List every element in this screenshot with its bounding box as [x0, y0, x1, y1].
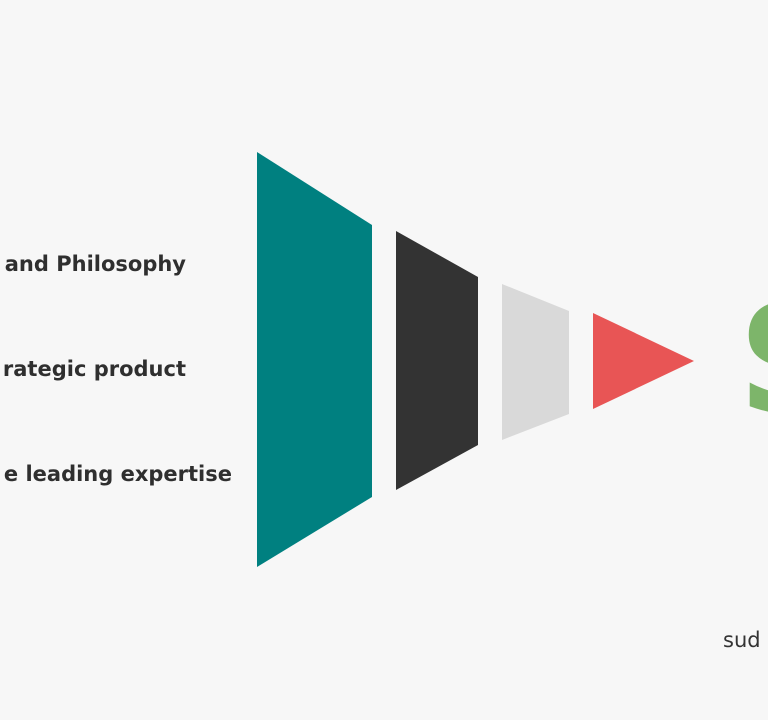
funnel-segment-light-gray [502, 284, 569, 440]
funnel-tip-red-arrow [593, 313, 694, 409]
funnel-label-philosophy: and Philosophy [4, 252, 186, 276]
funnel-label-strategic-product: rategic product [2, 357, 186, 381]
funnel-segment-teal [257, 152, 372, 567]
footer-text: sud [723, 628, 761, 652]
funnel-segment-dark [396, 231, 478, 490]
brand-letter: S [738, 286, 768, 436]
funnel-label-leading-expertise: e leading expertise [3, 462, 232, 486]
